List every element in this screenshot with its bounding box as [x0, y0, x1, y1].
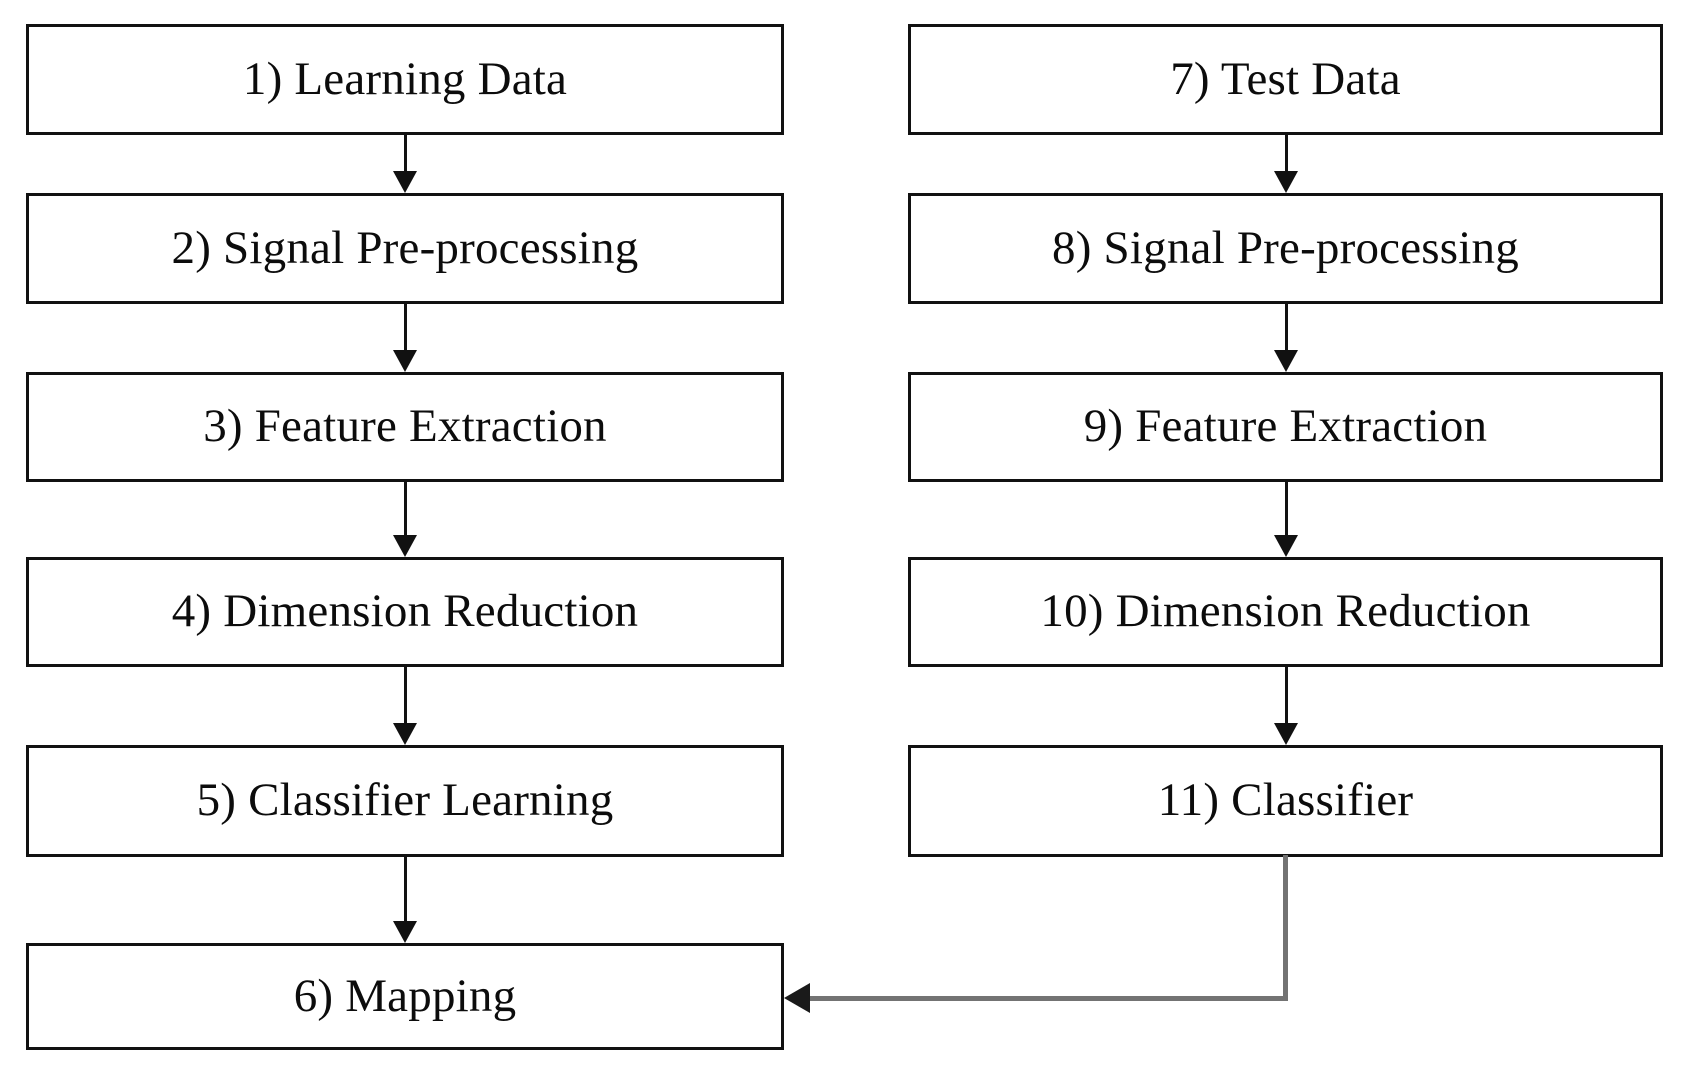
arrow-head-down-icon — [393, 350, 417, 372]
node-label: 10) Dimension Reduction — [1040, 585, 1531, 638]
node-label: 7) Test Data — [1170, 52, 1401, 105]
arrow-stem — [1284, 482, 1288, 537]
arrow-stem — [403, 135, 407, 173]
arrow-signal-preprocessing-test-to-feature-extraction — [1274, 304, 1298, 372]
feedback-connector-horizontal-segment — [800, 996, 1288, 1001]
arrow-learning-data-to-signal-preprocessing — [393, 135, 417, 193]
node-mapping[interactable]: 6) Mapping — [26, 943, 784, 1050]
node-label: 3) Feature Extraction — [203, 400, 607, 453]
arrow-head-down-icon — [393, 921, 417, 943]
node-label: 6) Mapping — [293, 969, 517, 1022]
node-label: 11) Classifier — [1157, 774, 1414, 827]
feedback-connector-vertical-segment — [1283, 855, 1288, 1001]
node-label: 4) Dimension Reduction — [171, 585, 639, 638]
node-signal-preprocessing-learning[interactable]: 2) Signal Pre-processing — [26, 193, 784, 304]
node-label: 9) Feature Extraction — [1083, 400, 1488, 453]
arrow-head-down-icon — [393, 535, 417, 557]
arrow-classifier-learning-to-mapping — [393, 857, 417, 943]
feedback-arrow-head-left-icon — [784, 983, 810, 1013]
arrow-stem — [403, 482, 407, 537]
node-label: 1) Learning Data — [242, 52, 568, 105]
arrow-head-down-icon — [1274, 350, 1298, 372]
arrow-dimension-reduction-test-to-classifier — [1274, 667, 1298, 745]
arrow-stem — [403, 857, 407, 923]
node-test-data[interactable]: 7) Test Data — [908, 24, 1663, 135]
arrow-stem — [1284, 667, 1288, 725]
node-classifier[interactable]: 11) Classifier — [908, 745, 1663, 857]
arrow-test-data-to-signal-preprocessing — [1274, 135, 1298, 193]
node-learning-data[interactable]: 1) Learning Data — [26, 24, 784, 135]
node-dimension-reduction-test[interactable]: 10) Dimension Reduction — [908, 557, 1663, 667]
arrow-head-down-icon — [1274, 171, 1298, 193]
node-classifier-learning[interactable]: 5) Classifier Learning — [26, 745, 784, 857]
arrow-stem — [403, 304, 407, 352]
arrow-feature-extraction-to-dimension-reduction — [393, 482, 417, 557]
node-dimension-reduction-learning[interactable]: 4) Dimension Reduction — [26, 557, 784, 667]
arrow-head-down-icon — [393, 723, 417, 745]
arrow-stem — [1284, 304, 1288, 352]
arrow-head-down-icon — [1274, 723, 1298, 745]
node-label: 8) Signal Pre-processing — [1052, 221, 1519, 274]
node-label: 2) Signal Pre-processing — [171, 221, 639, 274]
arrow-head-down-icon — [393, 171, 417, 193]
node-signal-preprocessing-test[interactable]: 8) Signal Pre-processing — [908, 193, 1663, 304]
node-feature-extraction-learning[interactable]: 3) Feature Extraction — [26, 372, 784, 482]
arrow-feature-extraction-test-to-dimension-reduction — [1274, 482, 1298, 557]
arrow-signal-preprocessing-to-feature-extraction — [393, 304, 417, 372]
node-feature-extraction-test[interactable]: 9) Feature Extraction — [908, 372, 1663, 482]
arrow-head-down-icon — [1274, 535, 1298, 557]
arrow-stem — [1284, 135, 1288, 173]
arrow-stem — [403, 667, 407, 725]
node-label: 5) Classifier Learning — [196, 774, 614, 827]
arrow-dimension-reduction-to-classifier-learning — [393, 667, 417, 745]
